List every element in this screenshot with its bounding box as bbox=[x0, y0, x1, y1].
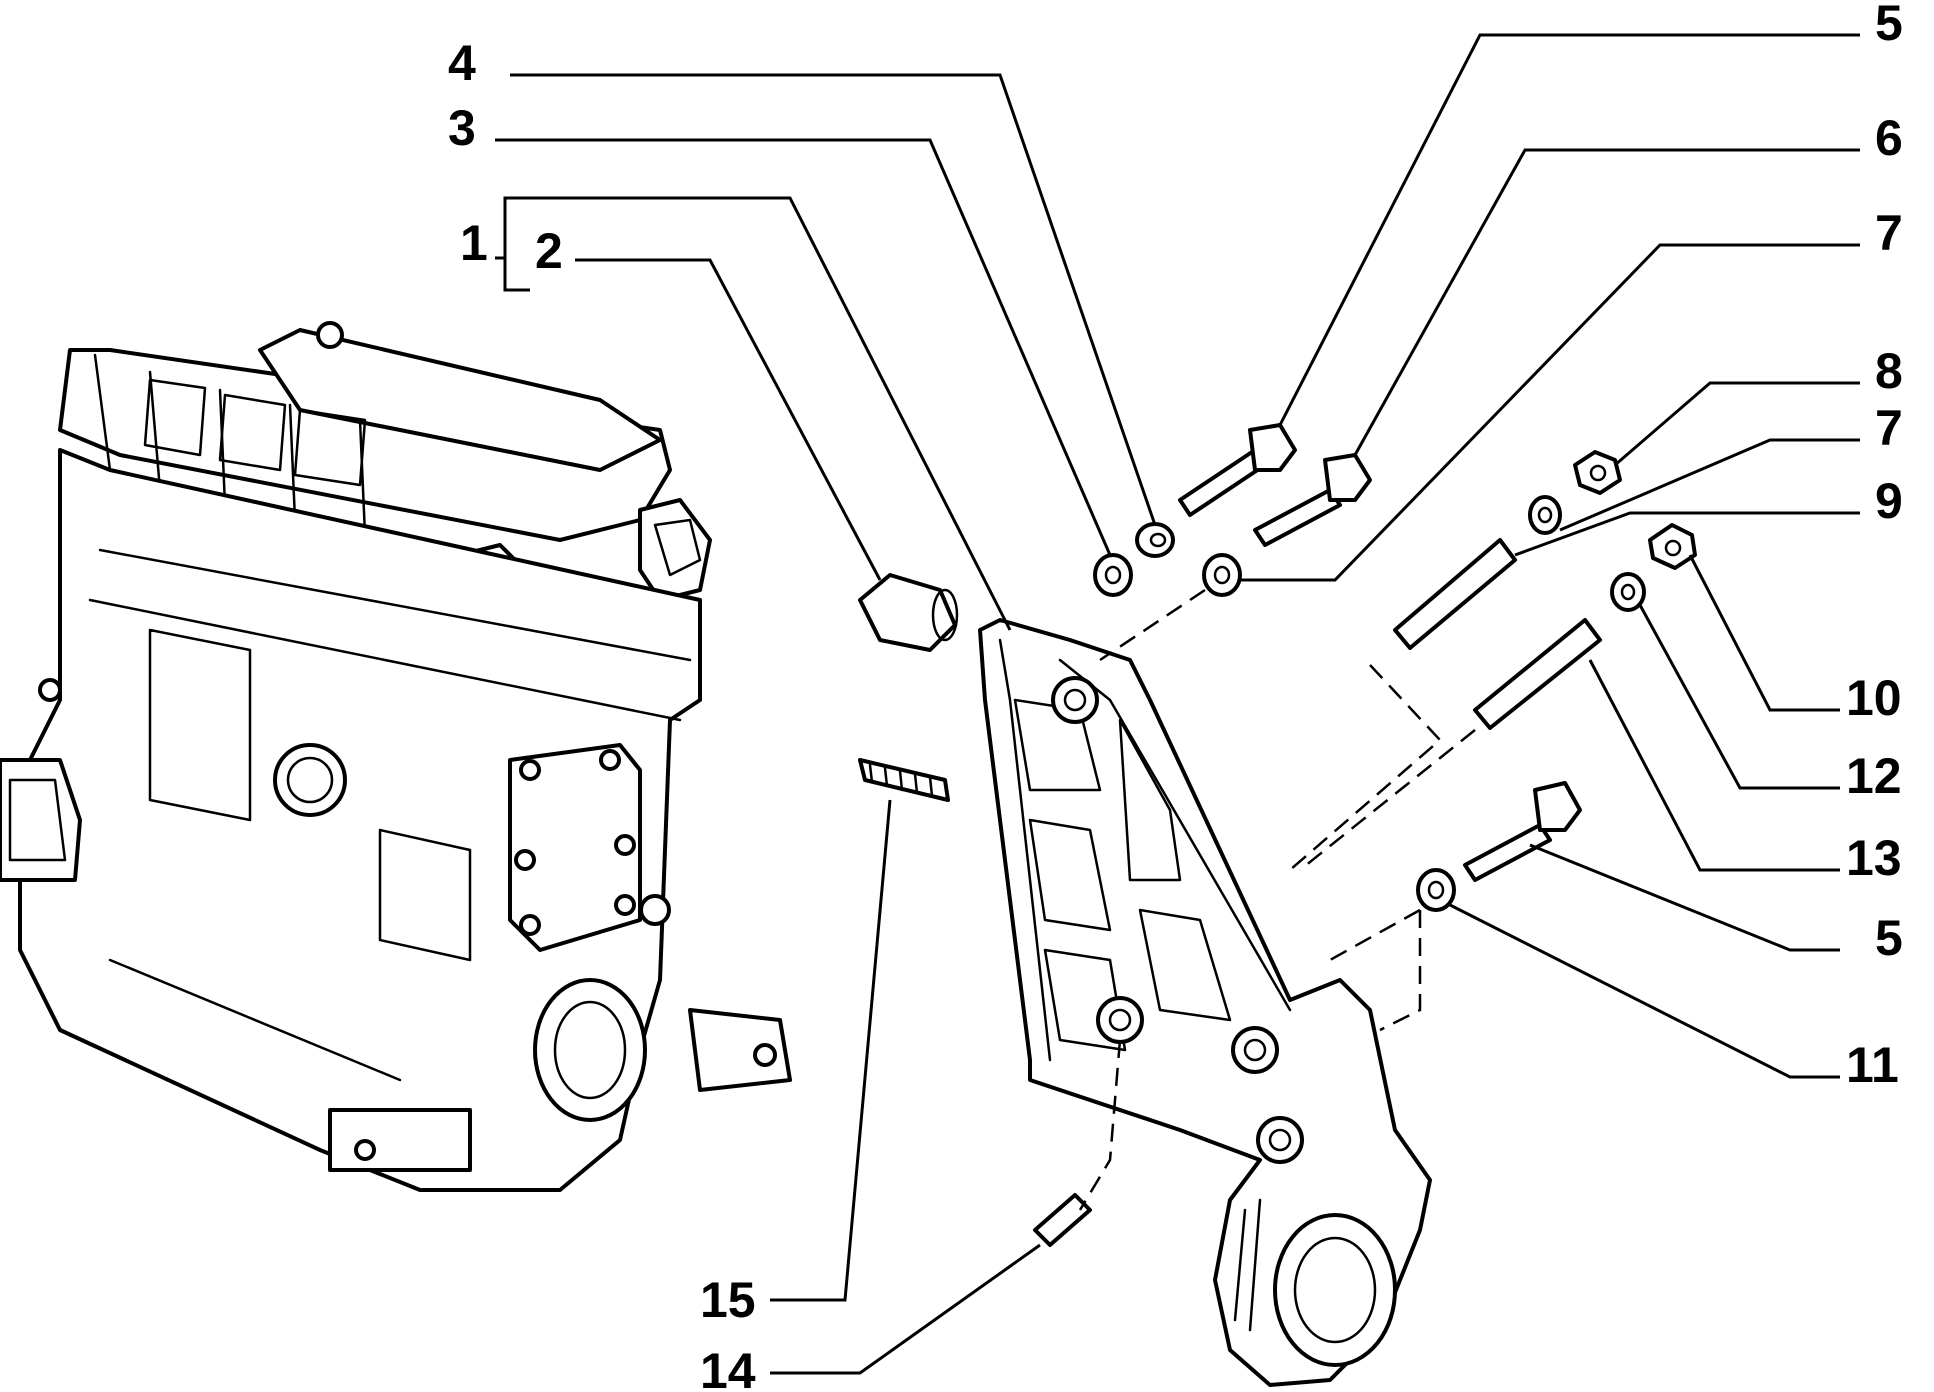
washer-part bbox=[1093, 553, 1133, 597]
stud-part bbox=[858, 758, 950, 802]
callout-7-top: 7 bbox=[1875, 205, 1903, 261]
callout-6: 6 bbox=[1875, 110, 1903, 166]
callout-1: 1 bbox=[460, 215, 488, 271]
callout-9: 9 bbox=[1875, 473, 1903, 529]
leader-lines bbox=[495, 33, 1860, 1375]
stud-part-9 bbox=[1393, 538, 1517, 650]
bolt-part-upper bbox=[1178, 423, 1297, 517]
washer-part-11 bbox=[1416, 868, 1456, 912]
washer-part-12 bbox=[1610, 572, 1646, 612]
stud-part-13 bbox=[1473, 618, 1602, 730]
mounting-bracket bbox=[978, 618, 1432, 1387]
callout-labels: 1 2 3 4 5 6 7 8 7 9 10 12 13 5 11 15 14 bbox=[448, 0, 1903, 1392]
clip-washer-part bbox=[1135, 522, 1175, 558]
callout-8: 8 bbox=[1875, 343, 1903, 399]
bolt-part-lower bbox=[1463, 781, 1582, 882]
bolt-part-6 bbox=[1253, 453, 1372, 547]
callout-5-bottom: 5 bbox=[1875, 910, 1903, 966]
callout-12: 12 bbox=[1846, 748, 1902, 804]
assembly-axis-lines bbox=[1078, 588, 1476, 1211]
callout-5-top: 5 bbox=[1875, 0, 1903, 51]
callout-2: 2 bbox=[535, 223, 563, 279]
callout-4: 4 bbox=[448, 35, 476, 91]
washer-part-7a bbox=[1202, 553, 1242, 597]
bush-part bbox=[858, 573, 959, 652]
callout-3: 3 bbox=[448, 100, 476, 156]
callout-13: 13 bbox=[1846, 830, 1902, 886]
callout-15: 15 bbox=[700, 1272, 756, 1328]
nut-part-10 bbox=[1648, 523, 1697, 570]
callout-10: 10 bbox=[1846, 670, 1902, 726]
callout-14: 14 bbox=[700, 1343, 756, 1392]
nut-part-8 bbox=[1573, 450, 1622, 495]
dowel-part bbox=[1033, 1193, 1092, 1247]
washer-part-7b bbox=[1528, 495, 1562, 535]
callout-7-mid: 7 bbox=[1875, 400, 1903, 456]
callout-11: 11 bbox=[1846, 1037, 1899, 1093]
engine-block bbox=[0, 321, 792, 1192]
